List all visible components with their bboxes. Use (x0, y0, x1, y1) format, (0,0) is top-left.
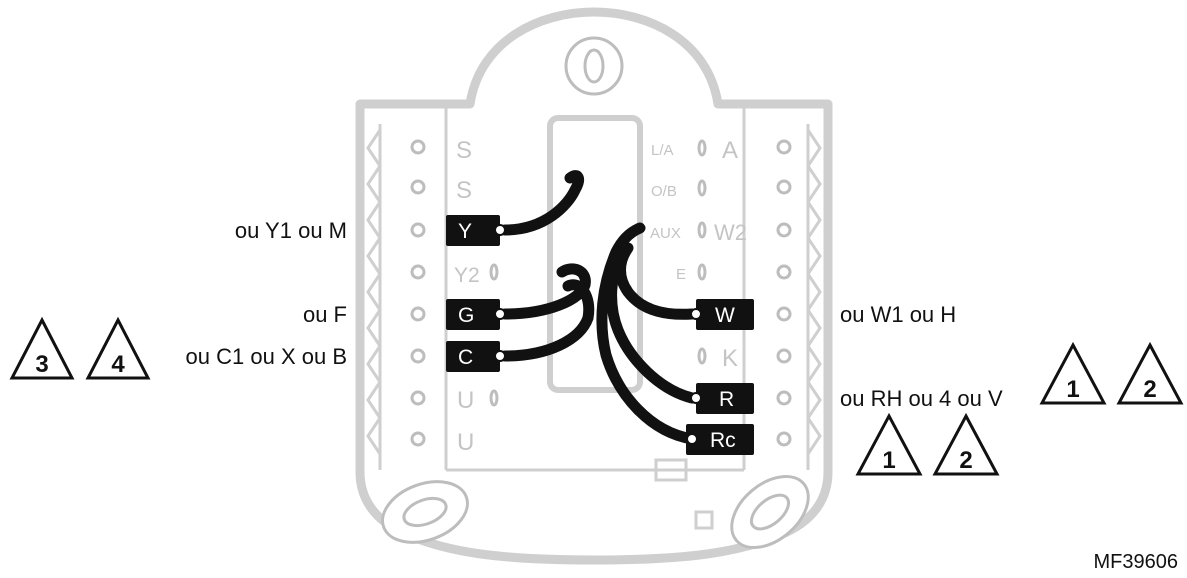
wires (499, 170, 698, 445)
terminal-s2-label: S (456, 177, 472, 204)
terminal-k-label: K (722, 345, 738, 372)
terminal-s1-label: S (456, 137, 472, 164)
note-triangle-rc-left: 1 (855, 412, 923, 476)
note-triangle-r-left: 1 (1039, 341, 1107, 405)
note-triangle-r-right: 2 (1116, 341, 1184, 405)
note-number: 2 (1143, 376, 1156, 403)
note-number: 1 (1066, 376, 1079, 403)
terminal-g-label: G (458, 304, 474, 327)
terminal-y-label: Y (458, 220, 472, 243)
note-triangle-c-left: 3 (9, 316, 75, 380)
wire-c (499, 279, 595, 362)
bottom-right-slot (730, 475, 810, 549)
terminal-c: C (446, 341, 506, 372)
terminal-aux-label: AUX (650, 225, 681, 242)
unused-terminal-labels: S S Y2 U U L/A A O/B AUX W2 E K (454, 137, 747, 456)
terminal-u2-label: U (457, 429, 474, 456)
terminal-r-label: R (719, 388, 734, 411)
terminal-la-label: L/A (651, 142, 674, 159)
wire-rc (596, 222, 698, 445)
terminal-ob-label: O/B (651, 183, 677, 200)
terminal-u1-label: U (457, 387, 474, 414)
callout-c: ou C1 ou X ou B (186, 344, 347, 369)
note-number: 2 (959, 447, 972, 474)
figure-code: MF39606 (1094, 551, 1179, 573)
terminal-a-label: A (722, 137, 738, 164)
callout-g: ou F (303, 302, 347, 327)
terminal-y: Y (446, 215, 506, 246)
terminal-y2-label: Y2 (454, 264, 480, 287)
terminal-w-label: W (715, 304, 735, 327)
note-number: 3 (35, 351, 48, 378)
note-number: 1 (882, 447, 895, 474)
callout-y: ou Y1 ou M (235, 218, 347, 243)
terminal-rc: Rc (686, 424, 754, 455)
wall-plate (355, 7, 833, 565)
center-opening (547, 115, 643, 393)
screw-holes (410, 139, 792, 447)
terminal-w2-label: W2 (714, 220, 747, 245)
bottom-left-slot (381, 480, 469, 544)
terminal-r: R (690, 383, 754, 414)
note-number: 4 (111, 351, 125, 378)
wire-y (499, 170, 585, 236)
terminal-c-label: C (458, 346, 473, 369)
note-triangle-rc-right: 2 (932, 412, 1000, 476)
terminal-g: G (446, 299, 506, 330)
note-triangle-c-right: 4 (85, 316, 151, 380)
terminal-w: W (690, 299, 754, 330)
terminal-e-label: E (676, 266, 686, 283)
callout-w: ou W1 ou H (840, 302, 956, 327)
callout-r: ou RH ou 4 ou V (840, 386, 1003, 411)
terminal-rc-label: Rc (710, 429, 736, 452)
